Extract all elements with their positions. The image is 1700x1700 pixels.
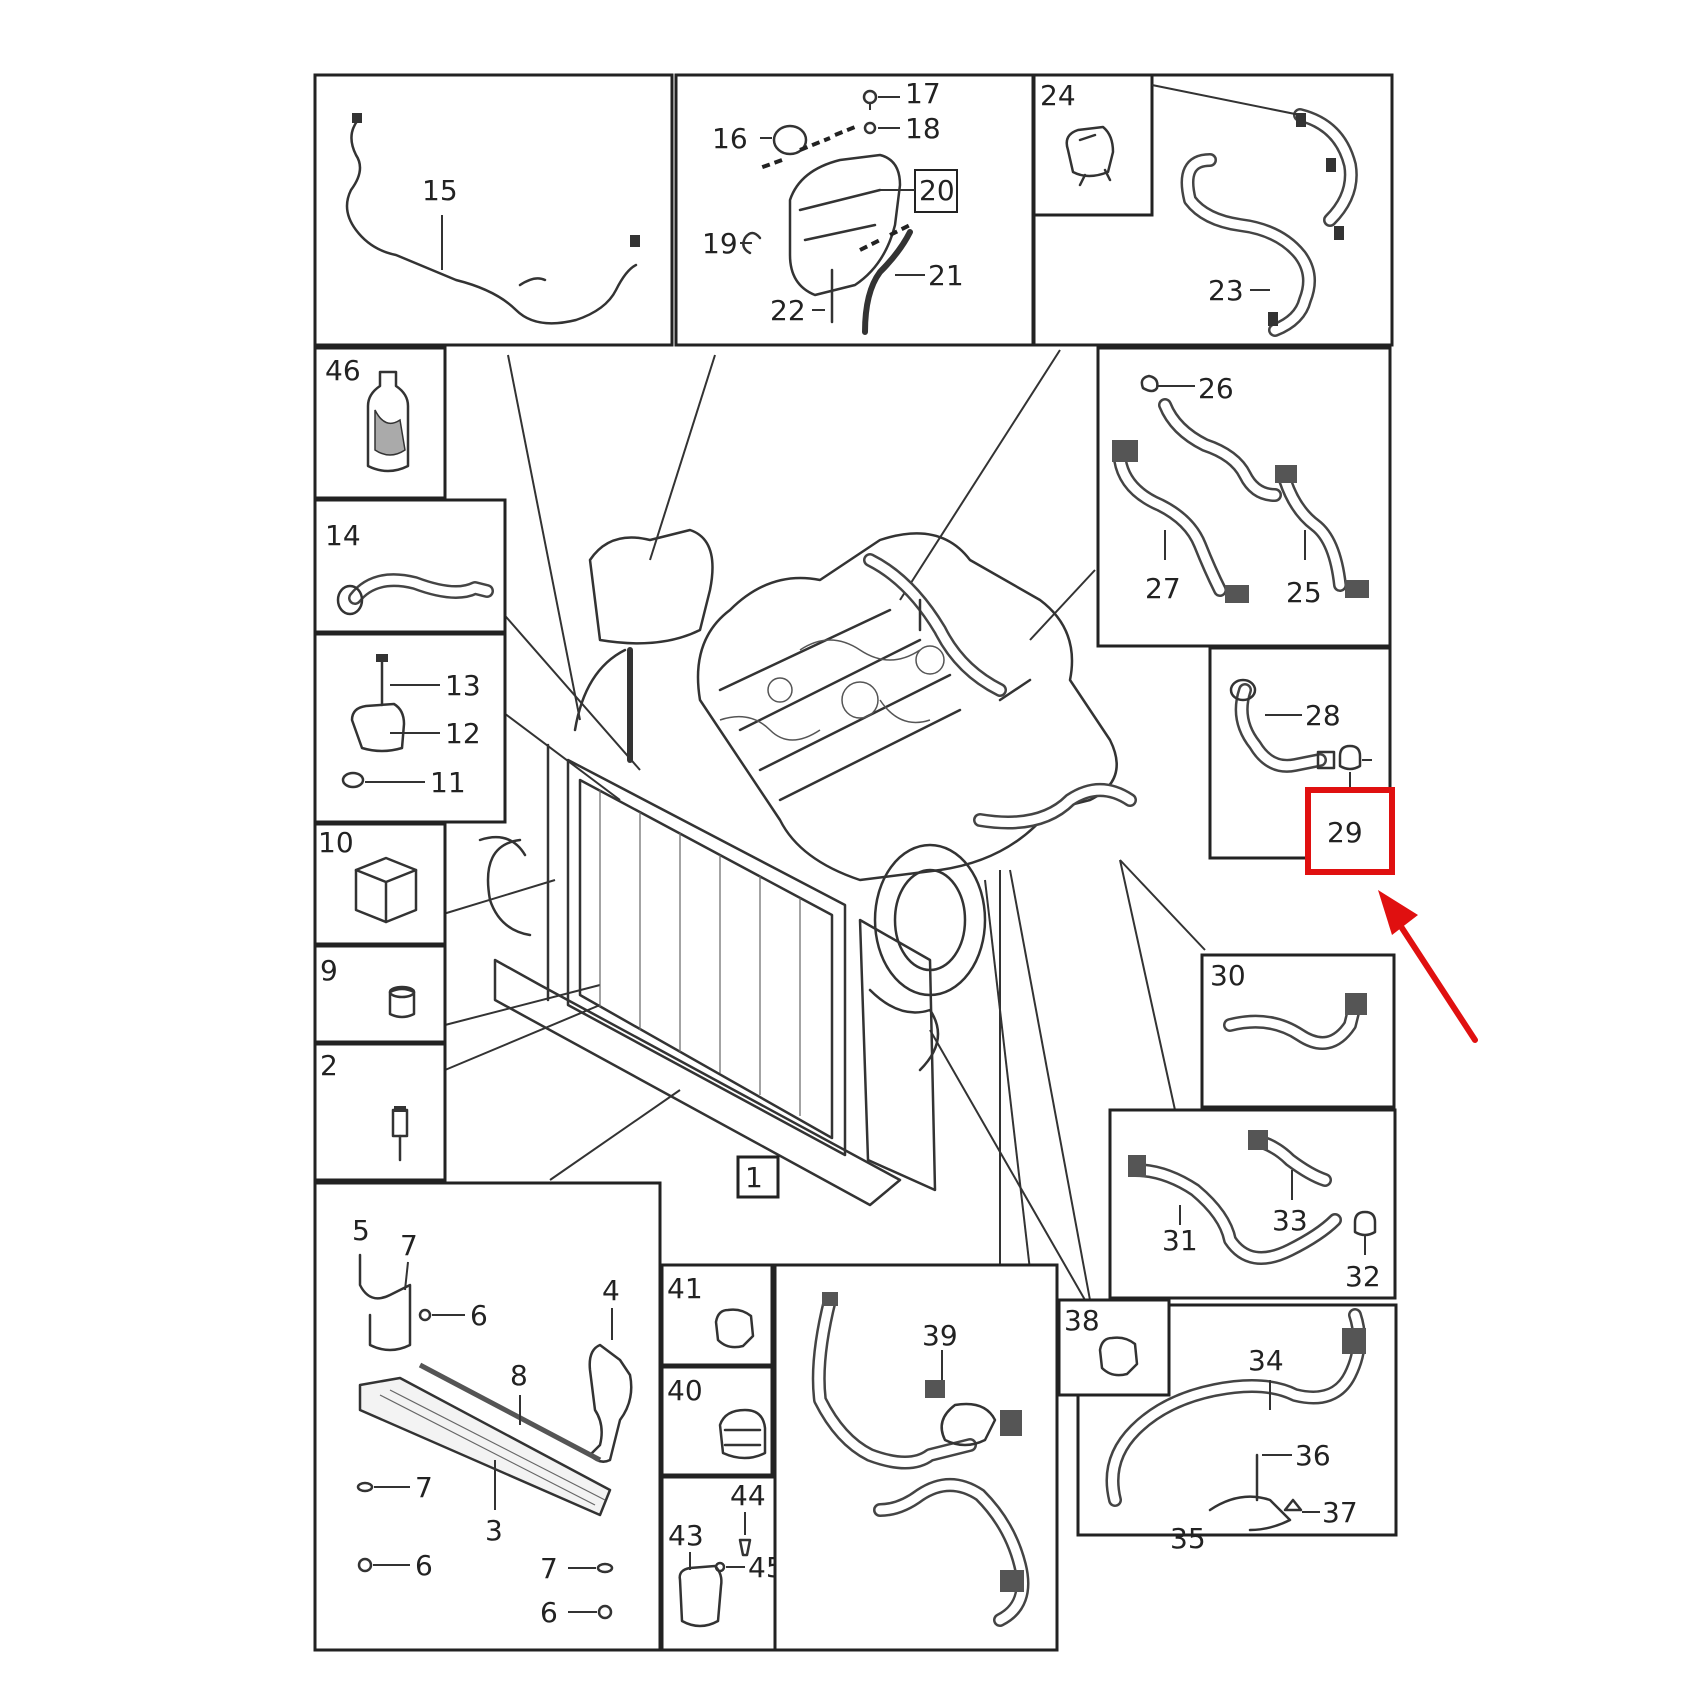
part-box-3-8[interactable]: 5 7 6 4 8 3 7 6 7 6 — [313, 1181, 662, 1652]
callout-21: 21 — [928, 259, 964, 292]
leader-lines — [439, 349, 1206, 1320]
callout-23: 23 — [1208, 274, 1244, 307]
callout-box-1 — [736, 1155, 780, 1199]
callout-14: 14 — [325, 519, 361, 552]
highlight-box-29 — [1305, 787, 1395, 875]
callout-30: 30 — [1210, 959, 1246, 992]
callout-46: 46 — [325, 354, 361, 387]
callout-34: 34 — [1248, 1344, 1284, 1377]
callout-6a: 6 — [470, 1299, 488, 1332]
part-box-39[interactable]: 39 — [773, 1263, 1059, 1652]
callout-11: 11 — [430, 766, 466, 799]
callout-25: 25 — [1286, 576, 1322, 609]
callout-19: 19 — [702, 227, 738, 260]
engine-radiator-assembly — [478, 528, 1137, 1207]
callout-5: 5 — [352, 1214, 370, 1247]
part-box-15[interactable]: 15 — [313, 73, 674, 347]
callout-6b: 6 — [415, 1549, 433, 1582]
callout-37: 37 — [1322, 1496, 1358, 1529]
callout-12: 12 — [445, 717, 481, 750]
part-box-25-27[interactable]: 26 27 25 — [1096, 346, 1392, 648]
callout-8: 8 — [510, 1359, 528, 1392]
part-box-43-45[interactable]: 44 43 45 — [660, 1475, 796, 1652]
callout-43: 43 — [668, 1519, 704, 1552]
callout-44: 44 — [730, 1479, 766, 1512]
part-box-2[interactable]: 2 — [313, 1042, 447, 1182]
callout-40: 40 — [667, 1374, 703, 1407]
callout-26: 26 — [1198, 372, 1234, 405]
callout-31: 31 — [1162, 1224, 1198, 1257]
part-box-24[interactable]: 24 — [1032, 73, 1154, 217]
callout-29: 29 — [1327, 816, 1363, 849]
callout-18: 18 — [905, 112, 941, 145]
callout-28: 28 — [1305, 699, 1341, 732]
callout-4: 4 — [602, 1274, 620, 1307]
part-box-38[interactable]: 38 — [1057, 1298, 1171, 1397]
part-box-40[interactable]: 40 — [660, 1365, 774, 1477]
part-box-9[interactable]: 9 — [313, 944, 447, 1044]
callout-39: 39 — [922, 1319, 958, 1352]
callout-7a: 7 — [400, 1229, 418, 1262]
callout-13: 13 — [445, 669, 481, 702]
callout-35: 35 — [1170, 1522, 1206, 1555]
part-box-41[interactable]: 41 — [660, 1263, 774, 1367]
part-box-30[interactable]: 30 — [1200, 953, 1396, 1109]
part-box-46[interactable]: 46 — [313, 346, 447, 500]
callout-17: 17 — [905, 77, 941, 110]
callout-7c: 7 — [540, 1552, 558, 1585]
part-box-11-13[interactable]: 13 12 11 — [313, 632, 507, 824]
part-box-16-22[interactable]: 16 17 18 20 19 21 22 — [674, 73, 1035, 347]
red-arrow-icon — [1378, 890, 1478, 1043]
callout-20: 20 — [919, 174, 955, 207]
part-box-10[interactable]: 10 — [313, 822, 447, 946]
callout-36: 36 — [1295, 1439, 1331, 1472]
callout-41: 41 — [667, 1272, 703, 1305]
callout-9: 9 — [320, 954, 338, 987]
callout-32: 32 — [1345, 1260, 1381, 1293]
callout-1: 1 — [745, 1161, 763, 1194]
part-box-14[interactable]: 14 — [313, 498, 507, 634]
callout-16: 16 — [712, 122, 748, 155]
part-box-28-29[interactable]: 28 29 — [1208, 646, 1395, 875]
callout-2: 2 — [320, 1049, 338, 1082]
callout-27: 27 — [1145, 572, 1181, 605]
callout-7b: 7 — [415, 1471, 433, 1504]
part-box-31-33[interactable]: 31 33 32 — [1108, 1108, 1397, 1300]
part-box-23[interactable]: 23 — [1032, 73, 1394, 347]
callout-38: 38 — [1064, 1304, 1100, 1337]
callout-3: 3 — [485, 1514, 503, 1547]
callout-6c: 6 — [540, 1596, 558, 1629]
callout-15: 15 — [422, 174, 458, 207]
callout-33: 33 — [1272, 1204, 1308, 1237]
callout-24: 24 — [1040, 79, 1076, 112]
callout-22: 22 — [770, 294, 806, 327]
callout-10: 10 — [318, 826, 354, 859]
